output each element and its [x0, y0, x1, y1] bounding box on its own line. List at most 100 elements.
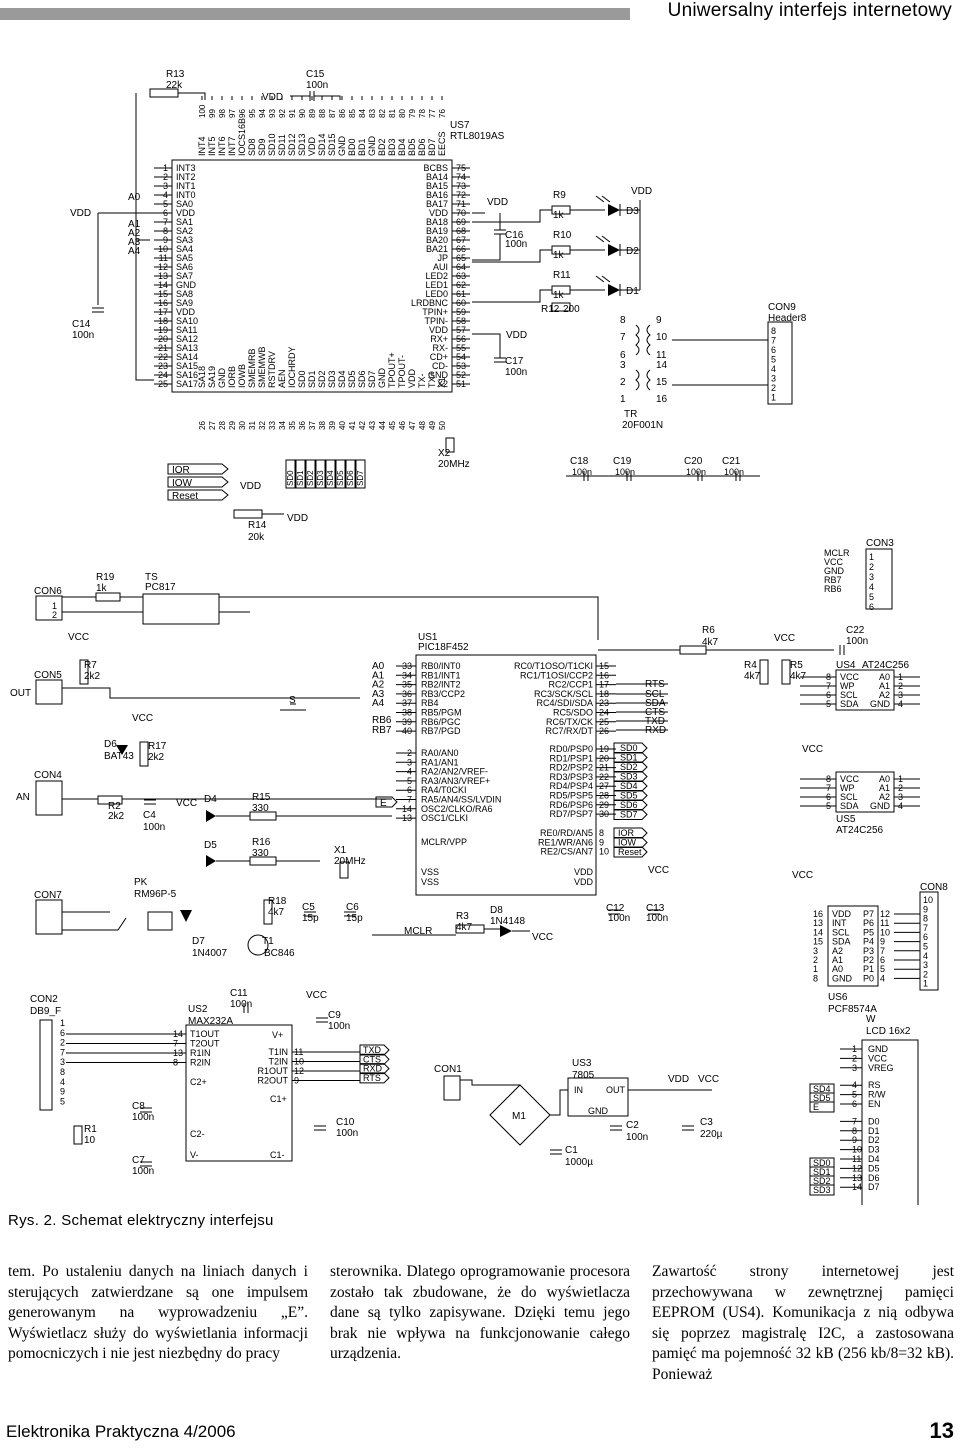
m1-bridge — [489, 1084, 551, 1146]
signal-tag-label: IOW — [618, 838, 637, 848]
wire — [314, 95, 341, 100]
con9-pin: 8 — [771, 326, 776, 336]
lcd-signal-label: SD4 — [813, 1084, 831, 1094]
label-us2: US2 — [188, 1004, 208, 1015]
r7-resistor — [79, 659, 89, 685]
label-c1: C1 — [565, 1145, 578, 1156]
con8-pin: 7 — [923, 923, 928, 933]
label-us6: US6 — [828, 992, 848, 1003]
pin-number: 13 — [813, 918, 823, 928]
sd-tag-label: SD5 — [620, 791, 638, 801]
db9-pin: 5 — [60, 1096, 65, 1106]
us7-pin: INT2 — [176, 172, 196, 182]
con3-signal: RB6 — [824, 584, 842, 594]
us1-pin: RD7/PSP7 — [549, 809, 593, 819]
tr-pin: 2 — [620, 377, 626, 388]
pcf-pin: SCL — [832, 927, 850, 937]
pin-number: 33 — [268, 421, 277, 430]
tr-pin: 3 — [620, 360, 626, 371]
lcd-signal-label: SD1 — [813, 1167, 831, 1177]
label-con9: CON9 — [768, 302, 796, 313]
us6-expander — [827, 905, 879, 987]
us1-pin: RB2/INT2 — [421, 680, 461, 690]
eeprom-pin: SCL — [840, 792, 858, 802]
pin-number: 94 — [258, 109, 267, 118]
label-con2: CON2 — [30, 994, 58, 1005]
label-con7: CON7 — [34, 890, 62, 901]
label-r16: R16 — [252, 837, 271, 848]
label-c14v: 100n — [72, 330, 94, 341]
us1-pin: RD2/PSP2 — [549, 763, 593, 773]
label-r17v: 2k2 — [148, 752, 165, 763]
label-c15p: 15p — [302, 913, 319, 924]
vcc-label: VCC — [648, 865, 669, 876]
wire — [472, 289, 552, 303]
con3-pin: 3 — [869, 572, 874, 582]
eeprom-pin: A0 — [879, 672, 890, 682]
sd-tag — [355, 459, 366, 489]
tr-label: TR — [624, 409, 637, 420]
eeprom-pin: A2 — [879, 792, 890, 802]
label-d6part: BAT43 — [104, 751, 134, 762]
us7-pin: SA16 — [176, 370, 198, 380]
us7-pin: X1 — [437, 377, 447, 388]
d7-diode — [180, 910, 192, 922]
us7-pin: IOCS16B — [237, 118, 247, 156]
us1-pin: RB3/CCP2 — [421, 689, 465, 699]
label-r4: R4 — [744, 660, 757, 671]
label-c16: C16 — [505, 230, 524, 241]
pin-number: 96 — [238, 109, 247, 118]
us7-pin: AUI — [433, 262, 448, 272]
con8-pin: 10 — [923, 895, 933, 905]
sd-tag-label: SD2 — [620, 762, 638, 772]
lcd-pin: EN — [868, 1099, 881, 1109]
con3-pin: 6 — [869, 602, 874, 612]
con8-pin: 1 — [923, 979, 928, 989]
address-label: A1 — [128, 219, 141, 230]
transformer-coil — [646, 324, 651, 391]
label-d7: D7 — [192, 936, 205, 947]
label-lcd: LCD 16x2 — [866, 1026, 911, 1037]
pin-number: 95 — [248, 109, 257, 118]
signal-tag — [167, 463, 229, 475]
us7-pin: SD7 — [367, 370, 377, 388]
c18-label: C18 — [570, 456, 589, 467]
us1-pin: RA4/T0CKI — [421, 785, 467, 795]
wire — [472, 234, 501, 261]
label-vss: VSS — [421, 877, 439, 887]
us7-pin: SD10 — [267, 133, 277, 156]
tr-pin: 15 — [656, 377, 668, 388]
us7-pin: SA11 — [176, 325, 197, 335]
c20-label: C20 — [684, 456, 703, 467]
pin-number: 15 — [813, 937, 823, 947]
max-pin: R1IN — [190, 1048, 211, 1058]
label-c5: C5 — [302, 902, 315, 913]
lcd-pin: RS — [868, 1080, 881, 1090]
us7-pin: RX- — [433, 343, 449, 353]
pcf-pin: P7 — [863, 909, 874, 919]
us7-pin: TPIN- — [425, 316, 449, 326]
lcd-pin: D2 — [868, 1135, 880, 1145]
eeprom-pin: VCC — [840, 672, 860, 682]
pin-number: 2 — [813, 955, 818, 965]
wire — [62, 917, 127, 931]
pin-number: 45 — [388, 421, 397, 430]
pin-number: 100 — [198, 104, 207, 118]
label-c15v: 100n — [328, 1021, 350, 1032]
pcf-pin: SDA — [832, 937, 851, 947]
con8-pin: 5 — [923, 942, 928, 952]
led-diode — [608, 284, 620, 296]
label-c7: C7 — [132, 1155, 145, 1166]
sd-tag-label: SD3 — [620, 772, 638, 782]
us1-pin: RB7/PGD — [421, 726, 461, 736]
pcf-pin: P3 — [863, 946, 874, 956]
pin-number: 82 — [378, 109, 387, 118]
us7-pin: SA15 — [176, 361, 198, 371]
sd-tag — [305, 459, 316, 489]
tr-part: 20F001N — [622, 420, 663, 431]
sd-tag-label: SD5 — [336, 470, 345, 486]
pin-number: 35 — [288, 421, 297, 430]
us1-pin: RD6/PSP6 — [549, 800, 593, 810]
e-tag-label: E — [380, 798, 387, 809]
pin-number: 9 — [880, 937, 885, 947]
